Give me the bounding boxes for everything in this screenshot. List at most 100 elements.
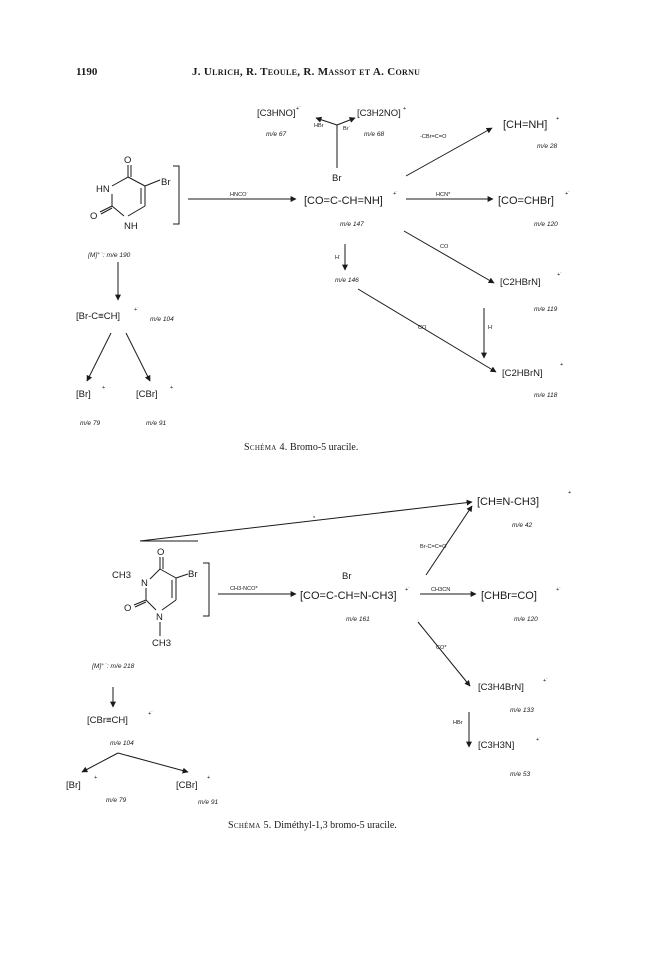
scheme5-ion-53-mass: m/e 53	[510, 771, 530, 778]
scheme5-caption-text: Diméthyl-1,3 bromo-5 uracile.	[274, 820, 397, 831]
scheme4-ion-120-formula: [CO=CHBr]	[498, 195, 554, 207]
scheme5-arrow-79	[81, 752, 119, 773]
scheme4-arrow-119	[403, 230, 495, 284]
scheme5-ion-91-formula: [CBr]	[176, 780, 198, 791]
scheme5-ion-133-formula: [C3H4BrN]	[478, 682, 524, 693]
scheme5-label-star: *	[313, 516, 316, 522]
scheme4-ion-91-formula: [CBr]	[136, 389, 158, 400]
scheme4-ion-118-formula: [C2HBrN]	[502, 368, 543, 379]
scheme4-ion-119-charge: +˙	[557, 272, 562, 278]
scheme5-ion-79-formula: [Br]	[66, 780, 81, 791]
scheme4-ion-120-mass: m/e 120	[534, 221, 558, 228]
scheme4-arrow-68	[336, 117, 356, 126]
running-header-authors: J. Ulrich, R. Teoule, R. Massot et A. Co…	[192, 66, 421, 78]
scheme5-ion-91-mass: m/e 91	[198, 799, 218, 806]
scheme5-caption: Schéma 5. Diméthyl-1,3 bromo-5 uracile.	[228, 820, 397, 831]
scheme5-atom-n-bottom: N	[156, 612, 163, 623]
scheme4-arrow-28	[405, 127, 493, 177]
scheme5-arrow-42-direct	[139, 499, 473, 542]
scheme4-ion-119-formula: [C2HBrN]	[500, 277, 541, 288]
scheme4-arrow-79	[86, 332, 112, 382]
scheme4-label-co-118: CO	[418, 325, 427, 331]
scheme4-label-hnco: HNCO˙	[230, 192, 248, 198]
scheme5-ion-42-formula: [CH≡N-CH3]	[477, 496, 539, 508]
scheme4-label-h-146: H˙	[335, 255, 341, 261]
scheme5-label-hbr: HBr	[453, 720, 463, 726]
scheme5-ion-133-mass: m/e 133	[510, 707, 534, 714]
scheme5-atom-ch3-bottom: CH3	[152, 638, 171, 649]
scheme5-ion-42-charge: +	[568, 490, 571, 496]
scheme5-molecule-bracket	[203, 562, 210, 617]
scheme5-ion-91-charge: +	[207, 775, 210, 781]
scheme4-ion-91-charge: +	[170, 385, 173, 391]
scheme4-main-ion-br: Br	[332, 173, 342, 184]
scheme4-caption-text: Bromo-5 uracile.	[290, 442, 359, 453]
scheme5-ion-79-mass: m/e 79	[106, 797, 126, 804]
scheme5-arrow-133	[417, 621, 471, 687]
scheme4-ion-68-charge: +	[403, 106, 406, 112]
scheme4-ion-79-charge: +	[102, 385, 105, 391]
scheme5-molecular-ion: [M]⁺˙: m/e 218	[91, 662, 135, 670]
scheme5-ion-104-charge: +˙	[148, 711, 153, 717]
scheme4-label-hbr: HBr	[314, 123, 324, 129]
scheme5-label-ch3cn: CH3CN	[431, 587, 450, 593]
scheme5-ion-120-charge: +˙	[556, 587, 561, 593]
scheme5-atom-br: Br	[188, 569, 198, 580]
scheme5-ion-104-formula: [CBr≡CH]	[87, 715, 128, 726]
scheme5-arrow-91	[117, 752, 189, 774]
page-number: 1190	[76, 66, 98, 78]
scheme4-label-br: Br˙	[343, 126, 350, 132]
scheme4-atom-nh: NH	[124, 221, 138, 232]
scheme4-atom-hn: HN	[96, 184, 110, 195]
scheme4-ion-79-formula: [Br]	[76, 389, 91, 400]
scheme4-ion-68-mass: m/e 68	[364, 131, 384, 138]
scheme5-arrow-42	[425, 505, 473, 576]
scheme5-label-ch3nco: CH3-NCO*	[230, 586, 258, 592]
scheme4-ion-28-charge: +	[556, 116, 559, 122]
scheme4-caption-label: Schéma 4.	[244, 442, 288, 453]
scheme5-ion-42-mass: m/e 42	[512, 522, 532, 529]
scheme5-main-ion-mass: m/e 161	[346, 616, 370, 623]
scheme4-ion-28-formula: [CH=NH]	[503, 119, 547, 131]
scheme4-ion-118-mass: m/e 118	[534, 392, 558, 399]
scheme4-label-cbr-co: -CBr=C=O	[420, 134, 447, 140]
scheme5-molecule	[133, 557, 189, 636]
scheme4-label-hcn: HCN*	[436, 192, 451, 198]
scheme5-label-br-c-co: Br-C=C=O	[420, 544, 447, 550]
scheme4-ion-118-charge: +	[560, 362, 563, 368]
scheme4-molecule	[99, 165, 161, 217]
scheme5-caption-label: Schéma 5.	[228, 820, 272, 831]
scheme5-ion-120-formula: [CHBr=CO]	[481, 590, 537, 602]
scheme4-ion-104-mass: m/e 104	[150, 316, 174, 323]
scheme4-ion-104-formula: [Br-C≡CH]	[76, 311, 120, 322]
scheme4-ion-146-mass: m/e 146	[335, 277, 359, 284]
scheme5-ion-104-mass: m/e 104	[110, 740, 134, 747]
scheme4-ion-28-mass: m/e 28	[537, 143, 557, 150]
scheme5-atom-n: N	[141, 578, 148, 589]
scheme4-ion-67-mass: m/e 67	[266, 131, 286, 138]
scheme4-label-h-118: H˙	[488, 325, 494, 331]
scheme5-ion-133-charge: +˙	[543, 678, 548, 684]
scheme5-ion-79-charge: +	[94, 775, 97, 781]
scheme4-ion-104-charge: +˙	[134, 307, 139, 313]
scheme4-arrow-91	[125, 332, 151, 382]
scheme5-ion-53-formula: [C3H3N]	[478, 740, 514, 751]
scheme4-ion-67-formula: [C3HNO]	[257, 108, 296, 119]
scheme4-molecular-ion: [M]⁺˙: m/e 190	[87, 251, 131, 259]
scheme5-atom-o-top: O	[157, 547, 164, 558]
scheme4-main-ion-formula: [CO=C-CH=NH]	[304, 195, 383, 207]
scheme5-main-ion-charge: +˙	[405, 587, 410, 593]
scheme5-atom-ch3-top: CH3	[112, 570, 131, 581]
scheme4-ion-91-mass: m/e 91	[146, 420, 166, 427]
scheme4-ion-68-formula: [C3H2NO]	[357, 108, 401, 119]
scheme5-main-ion-formula: [CO=C-CH=N-CH3]	[300, 590, 397, 602]
scheme4-main-ion-charge: +˙	[393, 191, 398, 197]
scheme4-ion-120-charge: +˙	[565, 191, 570, 197]
scheme4-main-ion-mass: m/e 147	[340, 221, 364, 228]
scheme4-caption: Schéma 4. Bromo-5 uracile.	[244, 442, 358, 453]
scheme5-ion-53-charge: +˙	[536, 737, 541, 743]
scheme4-label-co-119: CO	[440, 244, 449, 250]
scheme4-atom-br: Br	[161, 177, 171, 188]
